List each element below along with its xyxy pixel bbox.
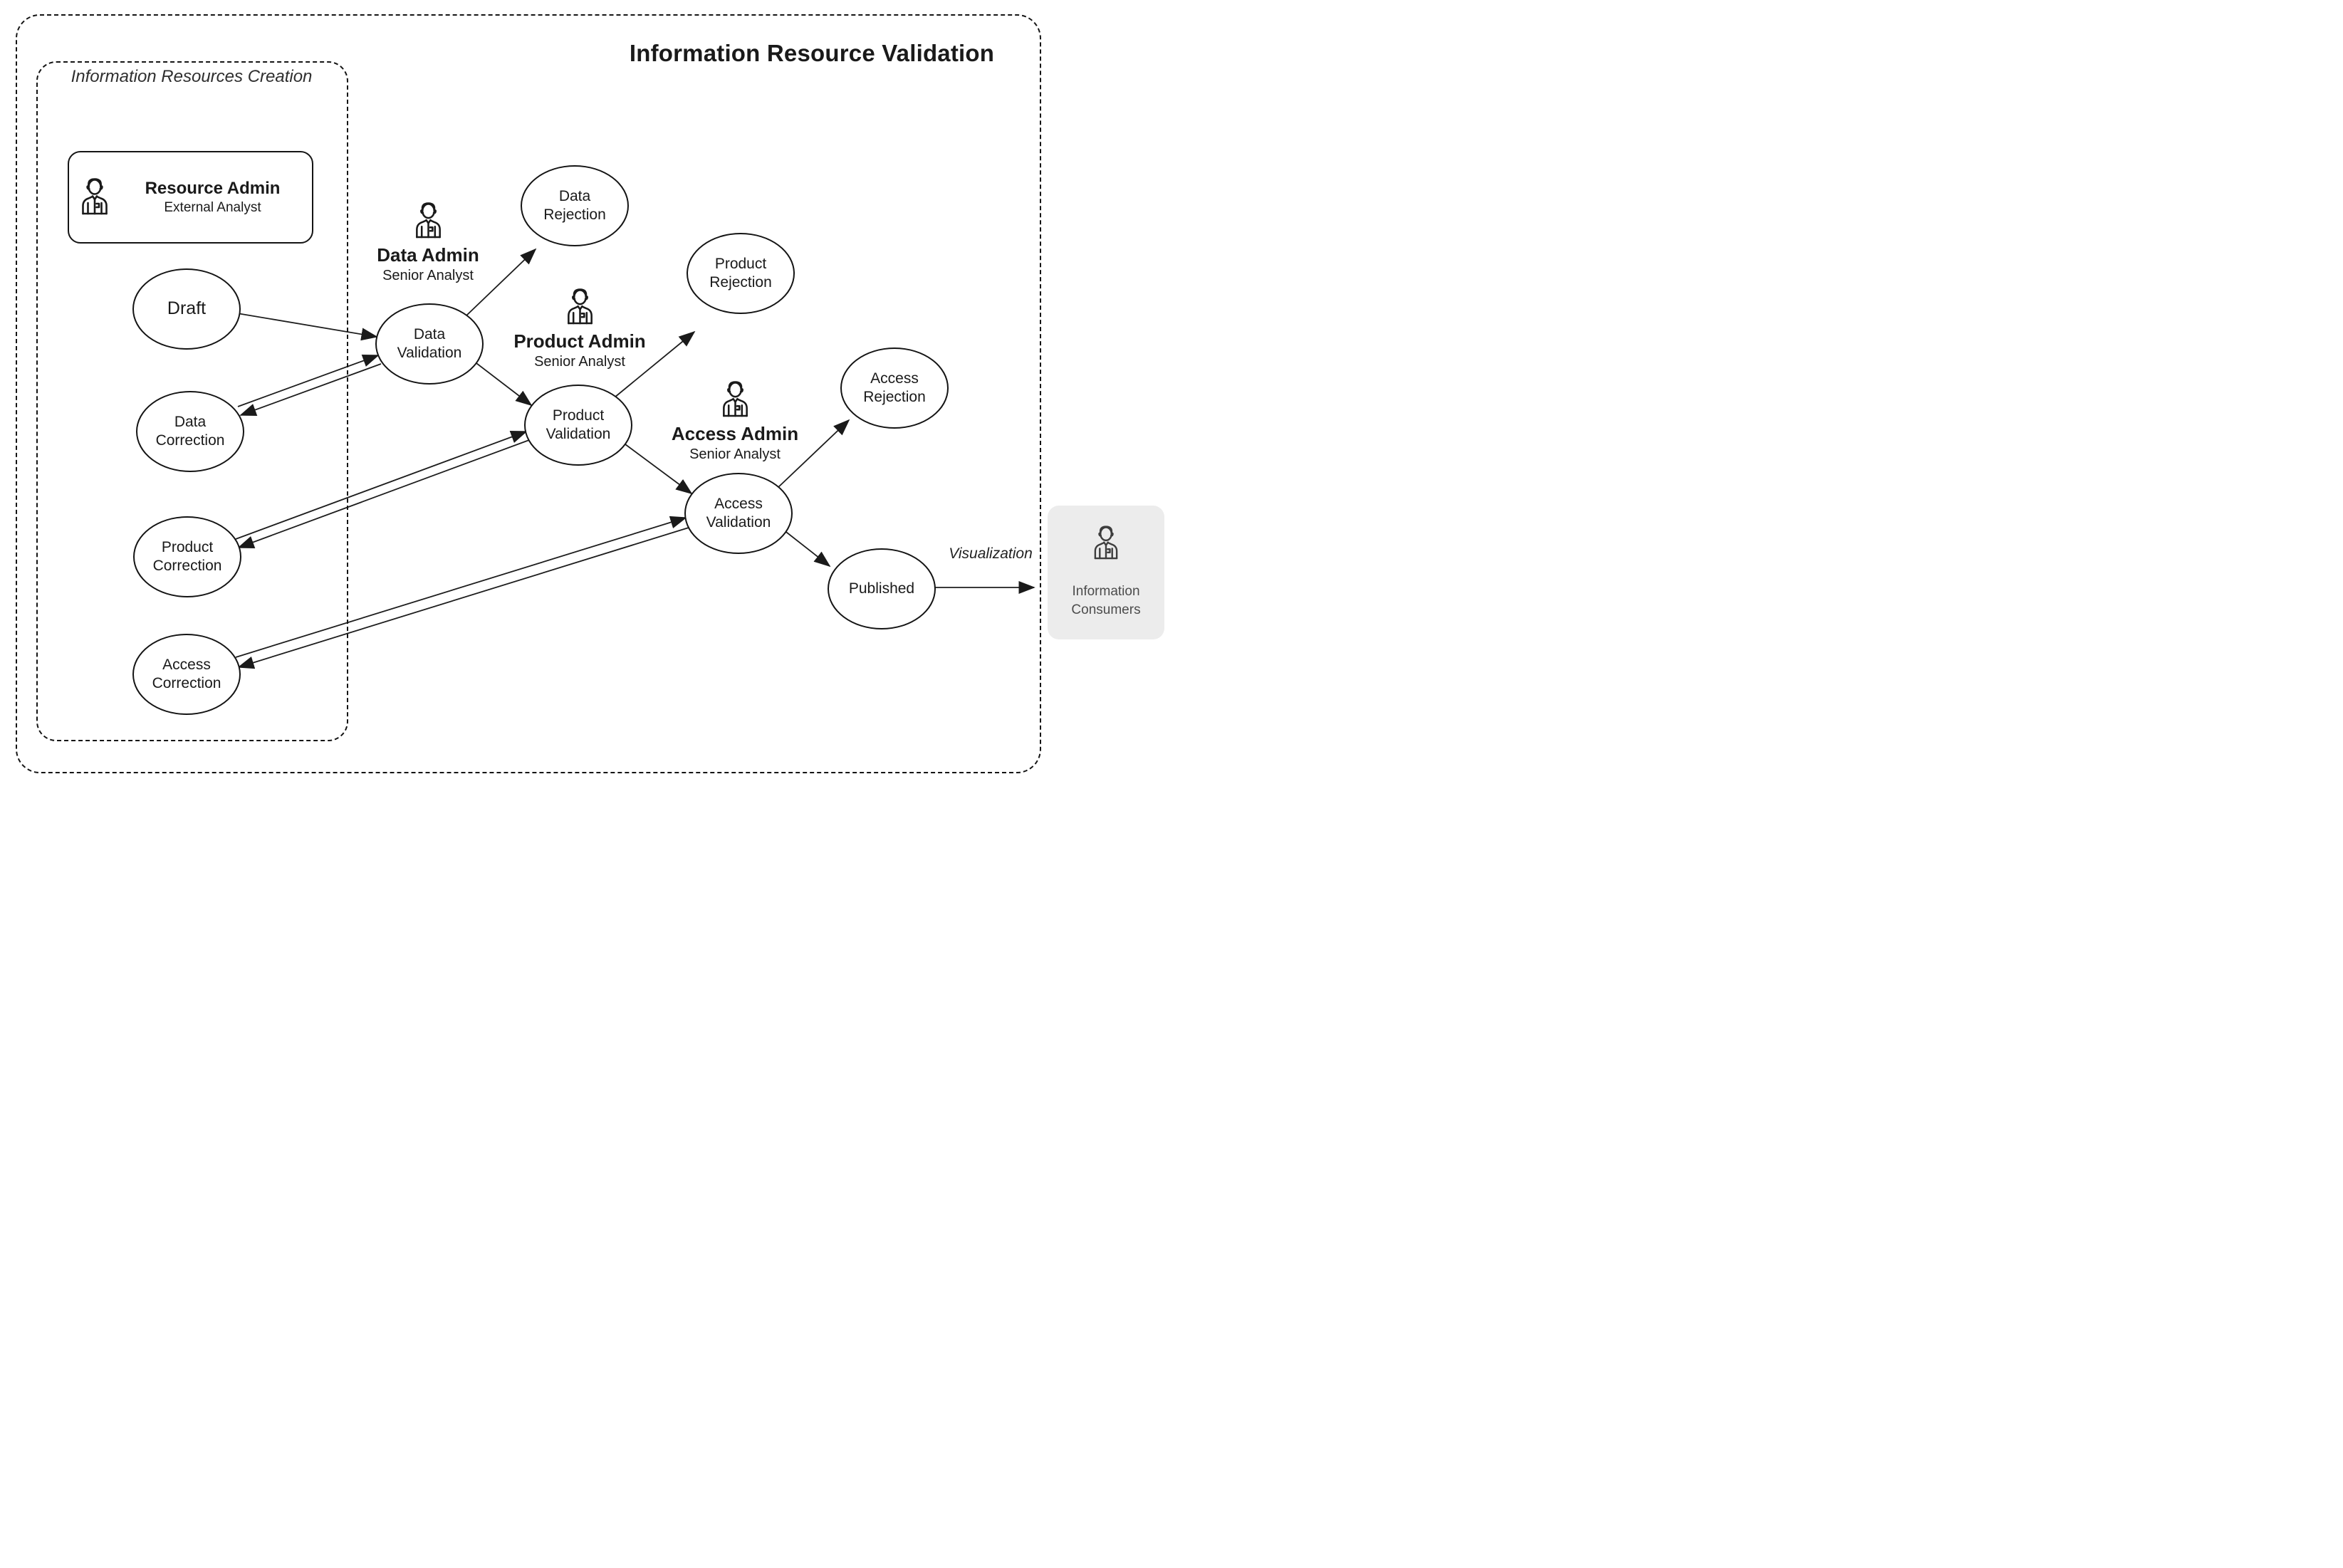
product-admin-block: Product Admin Senior Analyst — [501, 287, 658, 370]
access-admin-name: Access Admin — [671, 423, 799, 444]
node-data-correction: Data Correction — [136, 391, 244, 472]
person-icon — [719, 380, 752, 420]
page-title: Information Resource Validation — [629, 40, 995, 66]
resource-admin-role: External Analyst — [164, 200, 261, 215]
resource-admin-name: Resource Admin — [145, 179, 281, 198]
edge-product-validation-to-product-rejection — [614, 330, 696, 398]
node-data-rejection: Data Rejection — [521, 165, 629, 246]
edge-access-validation-to-access-correction — [237, 527, 689, 669]
edge-product-validation-to-access-validation — [622, 441, 693, 495]
access-admin-role: Senior Analyst — [689, 446, 781, 462]
data-admin-role: Senior Analyst — [382, 268, 474, 283]
product-admin-role: Senior Analyst — [534, 354, 625, 370]
edges-layer — [235, 248, 1035, 669]
validation-boundary-box — [16, 14, 1041, 773]
node-product-validation: Product Validation — [524, 385, 632, 466]
information-consumers-box: Information Consumers — [1048, 506, 1164, 639]
visualization-edge-label: Visualization — [949, 545, 1033, 562]
data-admin-block: Data Admin Senior Analyst — [350, 201, 506, 284]
edge-product-correction-to-product-validation — [235, 431, 528, 540]
edge-data-correction-to-data-validation — [237, 354, 380, 407]
edge-data-validation-to-data-correction — [239, 363, 382, 417]
node-access-correction: Access Correction — [132, 634, 241, 715]
person-icon — [1090, 524, 1122, 563]
node-published: Published — [828, 548, 936, 629]
resource-admin-text: Resource Admin External Analyst — [122, 179, 303, 216]
node-draft: Draft — [132, 268, 241, 350]
node-product-correction: Product Correction — [133, 516, 241, 597]
creation-boundary-box — [36, 61, 348, 741]
edge-data-validation-to-data-rejection — [465, 248, 537, 317]
node-data-validation: Data Validation — [375, 303, 484, 385]
edge-product-validation-to-product-correction — [237, 439, 530, 548]
data-admin-name: Data Admin — [377, 244, 479, 266]
diagram-canvas: Information Resource Validation Informat… — [0, 0, 1172, 784]
edge-draft-to-data-validation — [236, 313, 378, 341]
product-admin-name: Product Admin — [513, 330, 646, 352]
creation-group-label: Information Resources Creation — [71, 67, 313, 86]
person-icon — [412, 201, 445, 241]
person-icon — [563, 287, 597, 328]
access-admin-block: Access Admin Senior Analyst — [657, 380, 813, 463]
edge-access-validation-to-published — [783, 529, 831, 568]
edge-access-validation-to-access-rejection — [777, 419, 850, 488]
edge-data-validation-to-product-validation — [473, 360, 533, 407]
edge-access-correction-to-access-validation — [235, 516, 687, 658]
node-product-rejection: Product Rejection — [687, 233, 795, 314]
person-icon — [78, 177, 112, 218]
node-access-validation: Access Validation — [684, 473, 793, 554]
information-consumers-label: Information Consumers — [1071, 584, 1141, 617]
node-access-rejection: Access Rejection — [840, 347, 949, 429]
resource-admin-card: Resource Admin External Analyst — [68, 151, 313, 244]
